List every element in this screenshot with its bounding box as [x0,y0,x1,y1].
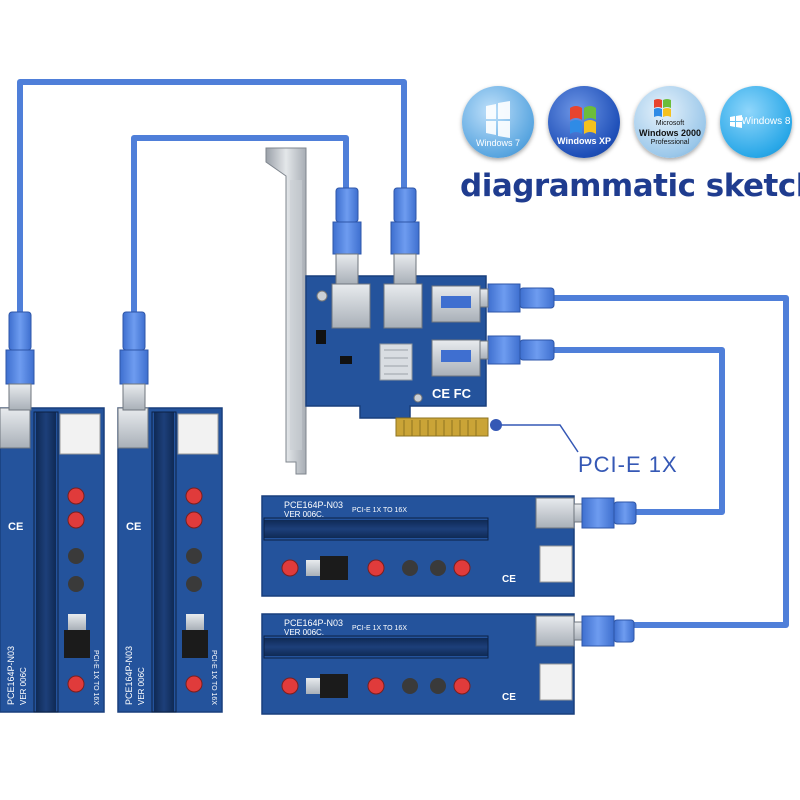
svg-text:CE: CE [502,692,516,703]
chip-heatsink [379,343,413,381]
usb-plug-top-2 [390,187,420,285]
riser-slot-text-v2: PCI-E 1X TO 16X [210,650,217,705]
riser-board-horizontal-2: CE PCE164P-N03 VER 006C. PCI-E 1X TO 16X [261,613,575,715]
riser-model-h1: PCE164P-N03 [284,500,343,510]
usb-port-2 [383,283,423,329]
svg-text:CE: CE [502,574,516,585]
cable-1 [17,79,407,312]
os-label-windows-xp: Windows XP [557,136,611,146]
riser-slot-text-v1: PCI-E 1X TO 16X [92,650,99,705]
pcie-1x-edge-connector [395,417,489,437]
riser-board-vertical-1: CE PCE164P-N03 VER 006C PCI-E 1X TO 16X [0,407,105,713]
riser-version-h1: VER 006C. [284,510,324,519]
usb-plug-right-2 [479,335,555,365]
os-label-microsoft: Microsoft [655,120,685,127]
usb-port-1 [331,283,371,329]
riser-model-v2: PCE164P-N03 [124,646,134,705]
usb-plug-riser-h2 [573,615,635,647]
riser-version-h2: VER 006C. [284,628,324,637]
riser-slot-text-h1: PCI-E 1X TO 16X [352,507,407,514]
svg-text:CE: CE [126,521,141,533]
pcie-callout [490,419,579,453]
riser-board-horizontal-1: CE PCE164P-N03 VER 006C. PCI-E 1X TO 16X [261,495,575,597]
riser-board-vertical-2: CE PCE164P-N03 VER 006C PCI-E 1X TO 16X [117,407,223,713]
usb-cables [17,79,789,628]
os-label-windows-2000: Windows 2000 [639,128,701,138]
usb-plug-riser-v1 [5,311,35,411]
usb-plug-right-1 [479,283,555,313]
os-label-windows-7: Windows 7 [475,138,520,148]
pcie-1x-label: PCI-E 1X [578,452,678,477]
riser-model-v1: PCE164P-N03 [6,646,16,705]
usb-plug-riser-h1 [573,497,637,529]
windows-7-logo-icon [486,101,510,138]
os-label-professional: Professional [650,139,690,146]
os-badge-windows-xp: Windows XP [548,86,620,158]
os-label-windows-8: Windows 8 [741,116,791,127]
os-badge-windows-2000: Microsoft Windows 2000 Professional [634,86,706,158]
riser-model-h2: PCE164P-N03 [284,618,343,628]
windows-2000-logo-icon [654,99,671,117]
svg-text:CE: CE [8,521,23,533]
headline: diagrammatic sketch [460,168,800,204]
riser-version-v2: VER 006C [137,667,146,705]
cable-3 [552,295,789,628]
cable-2 [131,135,349,312]
usb-plug-top-1 [332,187,362,285]
windows-xp-logo-icon [570,106,596,134]
windows-8-logo-icon [730,115,742,128]
cable-4 [552,347,725,515]
riser-slot-text-h2: PCI-E 1X TO 16X [352,625,407,632]
pcie-adapter-card: CE FC [265,147,489,475]
ce-fc-marks: CE FC [432,386,472,401]
riser-version-v1: VER 006C [19,667,28,705]
os-badge-windows-8: Windows 8 [720,86,792,158]
os-badge-windows-7: Windows 7 [462,86,534,158]
usb-plug-riser-v2 [119,311,149,411]
